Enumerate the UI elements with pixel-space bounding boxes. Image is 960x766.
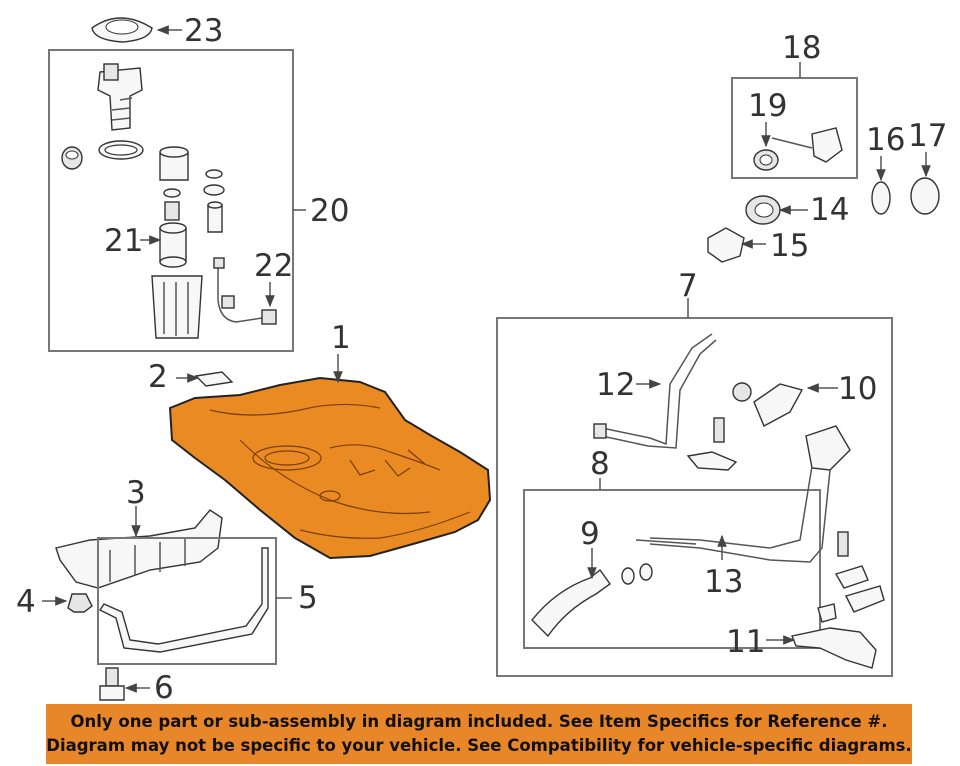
callout-18: 18: [782, 30, 821, 66]
part-4-clip: [67, 593, 93, 613]
callout-3: 3: [126, 475, 146, 511]
callout-numbers: 1 2 3 4 5 6 7 8 9 10 11 12 13 14 15 16 1…: [16, 13, 947, 706]
callout-6: 6: [154, 670, 174, 706]
callout-22: 22: [254, 248, 293, 284]
callout-9: 9: [580, 516, 600, 552]
part-17-ring: [910, 177, 940, 215]
callout-13: 13: [704, 564, 743, 600]
fuel-tank: [168, 376, 492, 560]
box-tank-bands: [97, 537, 277, 665]
part-16-ring: [871, 181, 891, 215]
callout-1: 1: [331, 320, 351, 356]
callout-21: 21: [104, 223, 143, 259]
callout-12: 12: [596, 367, 635, 403]
callout-14: 14: [810, 192, 849, 228]
fuel-pump-parts: [61, 63, 277, 339]
callout-4: 4: [16, 584, 36, 620]
part-2-plate: [194, 371, 234, 387]
box-fuel-pump-assembly: [48, 49, 294, 352]
callout-7: 7: [678, 268, 698, 304]
callout-16: 16: [866, 122, 905, 158]
callout-15: 15: [770, 228, 809, 264]
box-filler-cap: [731, 77, 858, 179]
disclaimer-line-2: Diagram may not be specific to your vehi…: [46, 736, 912, 755]
callout-5: 5: [298, 580, 318, 616]
disclaimer-line-1: Only one part or sub-assembly in diagram…: [70, 712, 888, 731]
part-6-bolt: [99, 667, 125, 701]
leader-lines: [42, 25, 931, 693]
disclaimer-banner: Only one part or sub-assembly in diagram…: [46, 704, 912, 764]
callout-19: 19: [748, 88, 787, 124]
filler-cap-parts: [753, 127, 843, 171]
box-filler-hose: [523, 489, 821, 649]
filler-pipe-parts: [531, 333, 885, 669]
callout-11: 11: [726, 624, 765, 660]
callout-17: 17: [908, 118, 947, 154]
callout-2: 2: [148, 359, 168, 395]
callout-8: 8: [590, 446, 610, 482]
callout-10: 10: [838, 371, 877, 407]
part-15-housing: [707, 227, 745, 263]
part-3-protector: [55, 509, 223, 589]
callout-20: 20: [310, 193, 349, 229]
callout-23: 23: [184, 13, 223, 49]
box-filler-pipe: [496, 317, 893, 677]
part-5-bands: [98, 547, 269, 653]
